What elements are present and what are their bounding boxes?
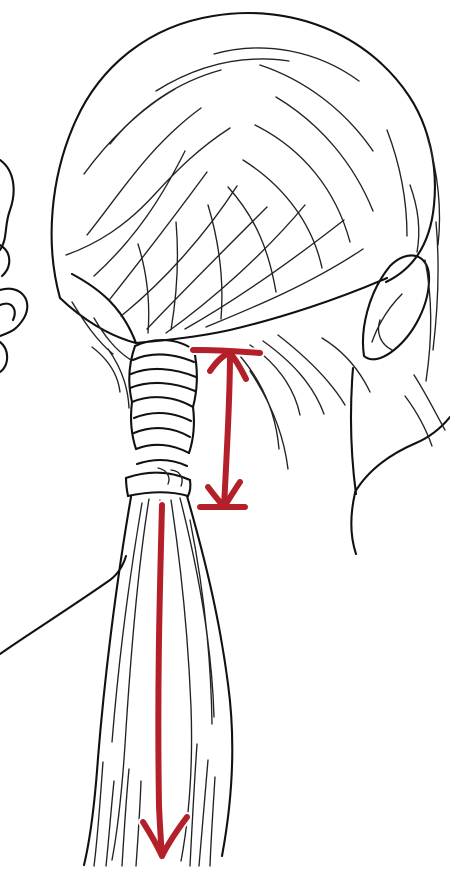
hair-strands <box>60 48 445 469</box>
double-headed-arrow-icon <box>193 350 260 507</box>
head-outline <box>0 13 450 654</box>
elastic-wrap <box>126 340 197 496</box>
down-arrow-icon <box>143 505 187 856</box>
left-edge-hair-fragment <box>0 160 27 372</box>
